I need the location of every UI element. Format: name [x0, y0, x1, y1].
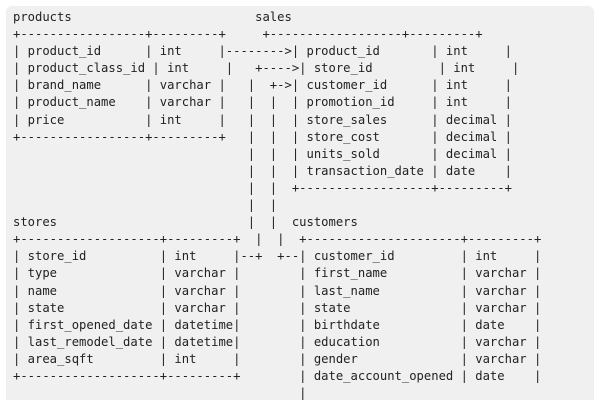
- code-line-14: +-------------------+---------+ | | +---…: [13, 232, 542, 247]
- code-line-17: | name | varchar | | last_name | varchar…: [13, 283, 542, 298]
- code-line-12: | |: [13, 198, 278, 213]
- code-line-19: | first_opened_date | datetime| | birthd…: [13, 317, 542, 332]
- schema-code-block: products sales +-----------------+-------…: [6, 6, 594, 400]
- code-line-20: | last_remodel_date | datetime| | educat…: [13, 334, 542, 349]
- code-line-7: | price | int | | | | store_sales | deci…: [13, 112, 512, 127]
- code-line-16: | type | varchar | | first_name | varcha…: [13, 266, 542, 281]
- code-line-3: | product_id | int |-------->| product_i…: [13, 44, 512, 59]
- code-line-23: |: [13, 386, 307, 400]
- code-line-5: | brand_name | varchar | | +->| customer…: [13, 78, 512, 93]
- code-line-4: | product_class_id | int | +---->| store…: [13, 61, 520, 76]
- code-line-22: +-------------------+---------+ | date_a…: [13, 368, 542, 383]
- code-line-11: | | +------------------+---------+: [13, 180, 512, 195]
- schema-diagram: products sales +-----------------+-------…: [13, 9, 541, 400]
- code-line-6: | product_name | varchar | | | | promoti…: [13, 95, 512, 110]
- code-line-13: stores | | customers: [13, 215, 358, 230]
- code-line-10: | | | transaction_date | date |: [13, 163, 512, 178]
- code-line-9: | | | units_sold | decimal |: [13, 146, 512, 161]
- code-line-21: | area_sqft | int | | gender | varchar |: [13, 351, 542, 366]
- code-line-15: | store_id | int |--+ +--| customer_id |…: [13, 249, 542, 264]
- code-line-2: +-----------------+---------+ +---------…: [13, 27, 483, 42]
- code-line-18: | state | varchar | | state | varchar |: [13, 300, 542, 315]
- code-line-8: +-----------------+---------+ | | | stor…: [13, 129, 512, 144]
- code-line-1: products sales: [13, 10, 292, 24]
